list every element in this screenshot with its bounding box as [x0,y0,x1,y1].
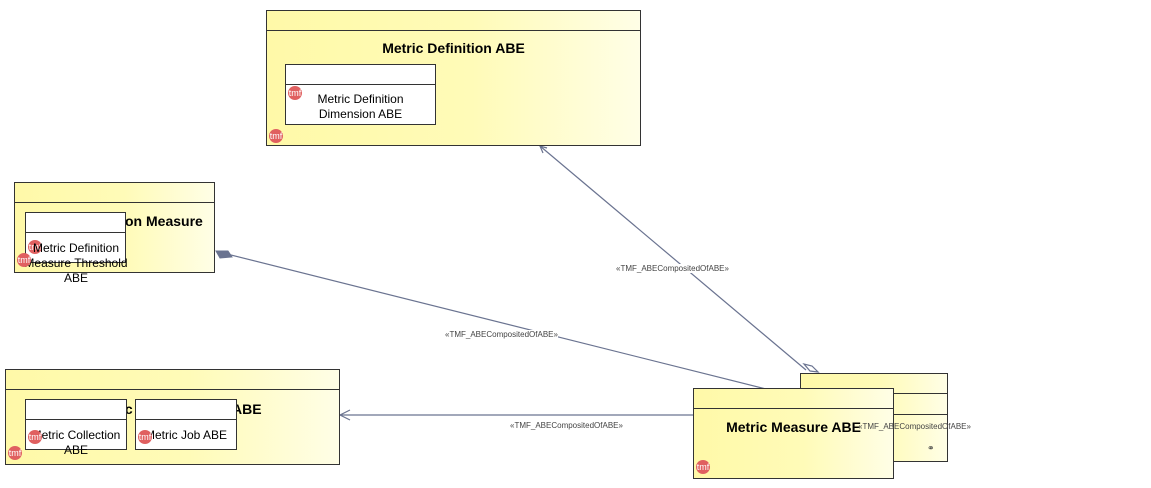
class-label: Metric Collection ABE [31,428,121,457]
class-header [286,65,435,85]
edge-label-self: «TMF_ABECompositedOfABE» [858,422,971,431]
class-metric-collection[interactable]: Metric Collection ABE tmf [25,399,127,457]
tmf-icon: tmf [8,446,22,460]
package-tab [694,389,893,409]
class-metric-definition-dimension[interactable]: Metric Definition Dimension ABE tmf [285,64,436,125]
tmf-icon: tmf [288,86,302,100]
edge-measure[interactable] [218,251,791,396]
class-header [26,400,126,420]
tmf-icon: tmf [28,430,42,444]
package-metric-collection[interactable]: ic ABE Metric Collection ABE tmf Metric … [5,369,340,465]
package-title: on Measure [125,213,203,229]
tmf-icon: tmf [269,129,283,143]
tmf-icon: tmf [696,460,710,474]
package-tab [15,183,214,203]
package-title: Metric Measure ABE [726,419,861,435]
diamond-definition [802,362,820,373]
edge-label-collection: «TMF_ABECompositedOfABE» [510,421,623,430]
class-header [136,400,236,420]
package-title: Metric Definition ABE [382,40,525,56]
edge-definition[interactable] [539,145,807,371]
edge-label-definition: «TMF_ABECompositedOfABE» [616,264,729,273]
package-measure[interactable]: on Measure tmf Metric Definition Measure… [14,182,215,285]
class-label: Metric Definition Dimension ABE [317,92,404,121]
package-tab [6,370,339,390]
class-label: Metric Job ABE [144,428,228,442]
edge-label-measure: «TMF_ABECompositedOfABE» [445,330,558,339]
package-title-suffix: ABE [232,401,262,417]
package-tab [267,11,640,31]
package-metric-measure[interactable]: Metric Measure ABE tmf [693,388,894,479]
arrowhead-collection [338,409,351,421]
arrowhead-measure-filled [215,250,233,259]
link-icon: ⚭ [927,443,935,453]
arrowhead-definition [538,145,548,154]
class-header [26,213,125,233]
class-metric-definition-measure-threshold[interactable]: tmf [25,212,126,263]
package-metric-definition[interactable]: Metric Definition ABE Metric Definition … [266,10,641,146]
tmf-icon: tmf [28,240,42,254]
class-label: Metric Definition Measure Threshold ABE [24,241,128,285]
tmf-icon: tmf [138,430,152,444]
divider [894,414,947,415]
class-metric-job[interactable]: Metric Job ABE tmf [135,399,237,450]
tmf-icon: tmf [17,253,31,267]
